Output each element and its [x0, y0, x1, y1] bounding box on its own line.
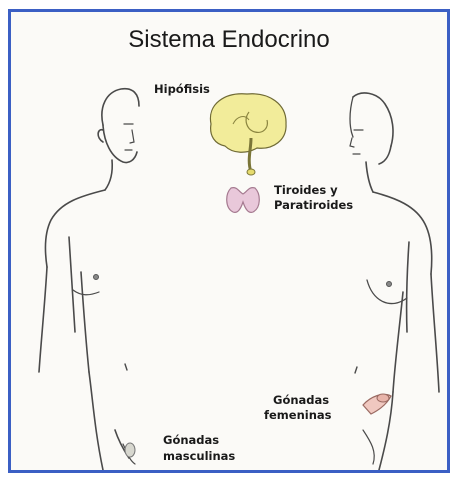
label-tiroides: Tiroides y [274, 183, 338, 198]
diagram-title: Sistema Endocrino [11, 26, 447, 54]
label-gonadas-masculinas-1: Gónadas [163, 433, 219, 448]
body-illustration [11, 12, 447, 470]
diagram-frame: Sistema Endocrino Hipófisis Tiroides y P… [8, 9, 450, 473]
label-gonadas-masculinas-2: masculinas [163, 449, 235, 464]
label-gonadas-femeninas-1: Gónadas [273, 393, 329, 408]
label-gonadas-femeninas-2: femeninas [264, 408, 332, 423]
label-hipofisis: Hipófisis [154, 82, 210, 97]
label-paratiroides: Paratiroides [274, 198, 353, 213]
